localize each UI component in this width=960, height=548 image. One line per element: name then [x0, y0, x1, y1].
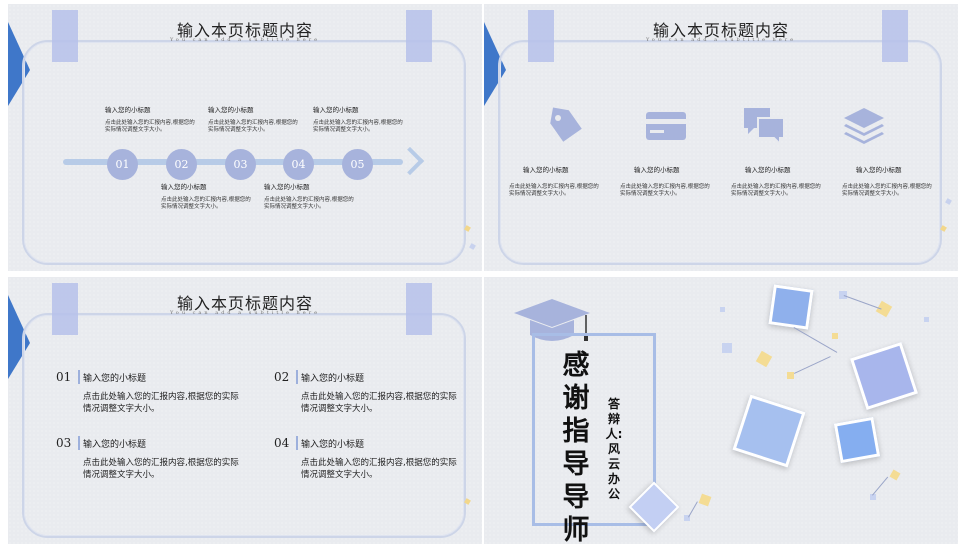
content-frame: [22, 313, 466, 538]
page-title: 输入本页标题内容: [652, 21, 789, 40]
tag-icon: [544, 104, 588, 148]
page-subtitle: You can add a subtitle here: [645, 37, 797, 43]
timeline-item-5: 输入您的小标题 点击此处输入您的汇报内容,根据您的实际情况调整文字大小。: [313, 106, 403, 133]
timeline-item-1: 输入您的小标题 点击此处输入您的汇报内容,根据您的实际情况调整文字大小。: [105, 106, 195, 133]
slide-thanks[interactable]: 感谢指导导师 答辩人:风云办公: [484, 277, 958, 544]
deco-square: [768, 284, 814, 330]
timeline-item-2: 输入您的小标题 点击此处输入您的汇报内容,根据您的实际情况调整文字大小。: [161, 183, 251, 210]
timeline-node-01: 01: [107, 149, 138, 180]
feature-item-3: 输入您的小标题 点击此处输入您的汇报内容,根据您的实际情况调整文字大小。: [731, 166, 821, 197]
slide-features[interactable]: 输入本页标题内容 You can add a subtitle here 输入您…: [484, 4, 958, 271]
thanks-frame: [532, 333, 656, 526]
thanks-heading: 感谢指导导师: [562, 350, 590, 544]
timeline-item-3: 输入您的小标题 点击此处输入您的汇报内容,根据您的实际情况调整文字大小。: [208, 106, 298, 133]
page-subtitle: You can add a subtitle here: [169, 37, 321, 43]
tape-left: [52, 283, 78, 335]
slide-timeline[interactable]: 输入本页标题内容 You can add a subtitle here 01 …: [8, 4, 482, 271]
credit-card-icon: [644, 104, 688, 148]
presenter-name: 答辩人:风云办公: [605, 397, 623, 501]
timeline-node-05: 05: [342, 149, 373, 180]
slide-list[interactable]: 输入本页标题内容 You can add a subtitle here 01 …: [8, 277, 482, 544]
tape-right: [406, 283, 432, 335]
timeline-node-03: 03: [225, 149, 256, 180]
feature-item-4: 输入您的小标题 点击此处输入您的汇报内容,根据您的实际情况调整文字大小。: [842, 166, 932, 197]
deco-square: [732, 394, 806, 468]
content-frame: [22, 40, 466, 265]
content-frame: [498, 40, 942, 265]
chat-icon: [742, 104, 786, 148]
deco-square: [833, 416, 881, 464]
feature-item-2: 输入您的小标题 点击此处输入您的汇报内容,根据您的实际情况调整文字大小。: [620, 166, 710, 197]
layers-icon: [842, 104, 886, 148]
page-title: 输入本页标题内容: [176, 21, 313, 40]
timeline-item-4: 输入您的小标题 点击此处输入您的汇报内容,根据您的实际情况调整文字大小。: [264, 183, 354, 210]
tape-right: [406, 10, 432, 62]
page-subtitle: You can add a subtitle here: [169, 310, 321, 316]
deco-square: [849, 341, 919, 411]
page-title: 输入本页标题内容: [176, 294, 313, 313]
tape-left: [528, 10, 554, 62]
feature-item-1: 输入您的小标题 点击此处输入您的汇报内容,根据您的实际情况调整文字大小。: [509, 166, 599, 197]
timeline-node-04: 04: [283, 149, 314, 180]
timeline-node-02: 02: [166, 149, 197, 180]
tape-left: [52, 10, 78, 62]
tape-right: [882, 10, 908, 62]
